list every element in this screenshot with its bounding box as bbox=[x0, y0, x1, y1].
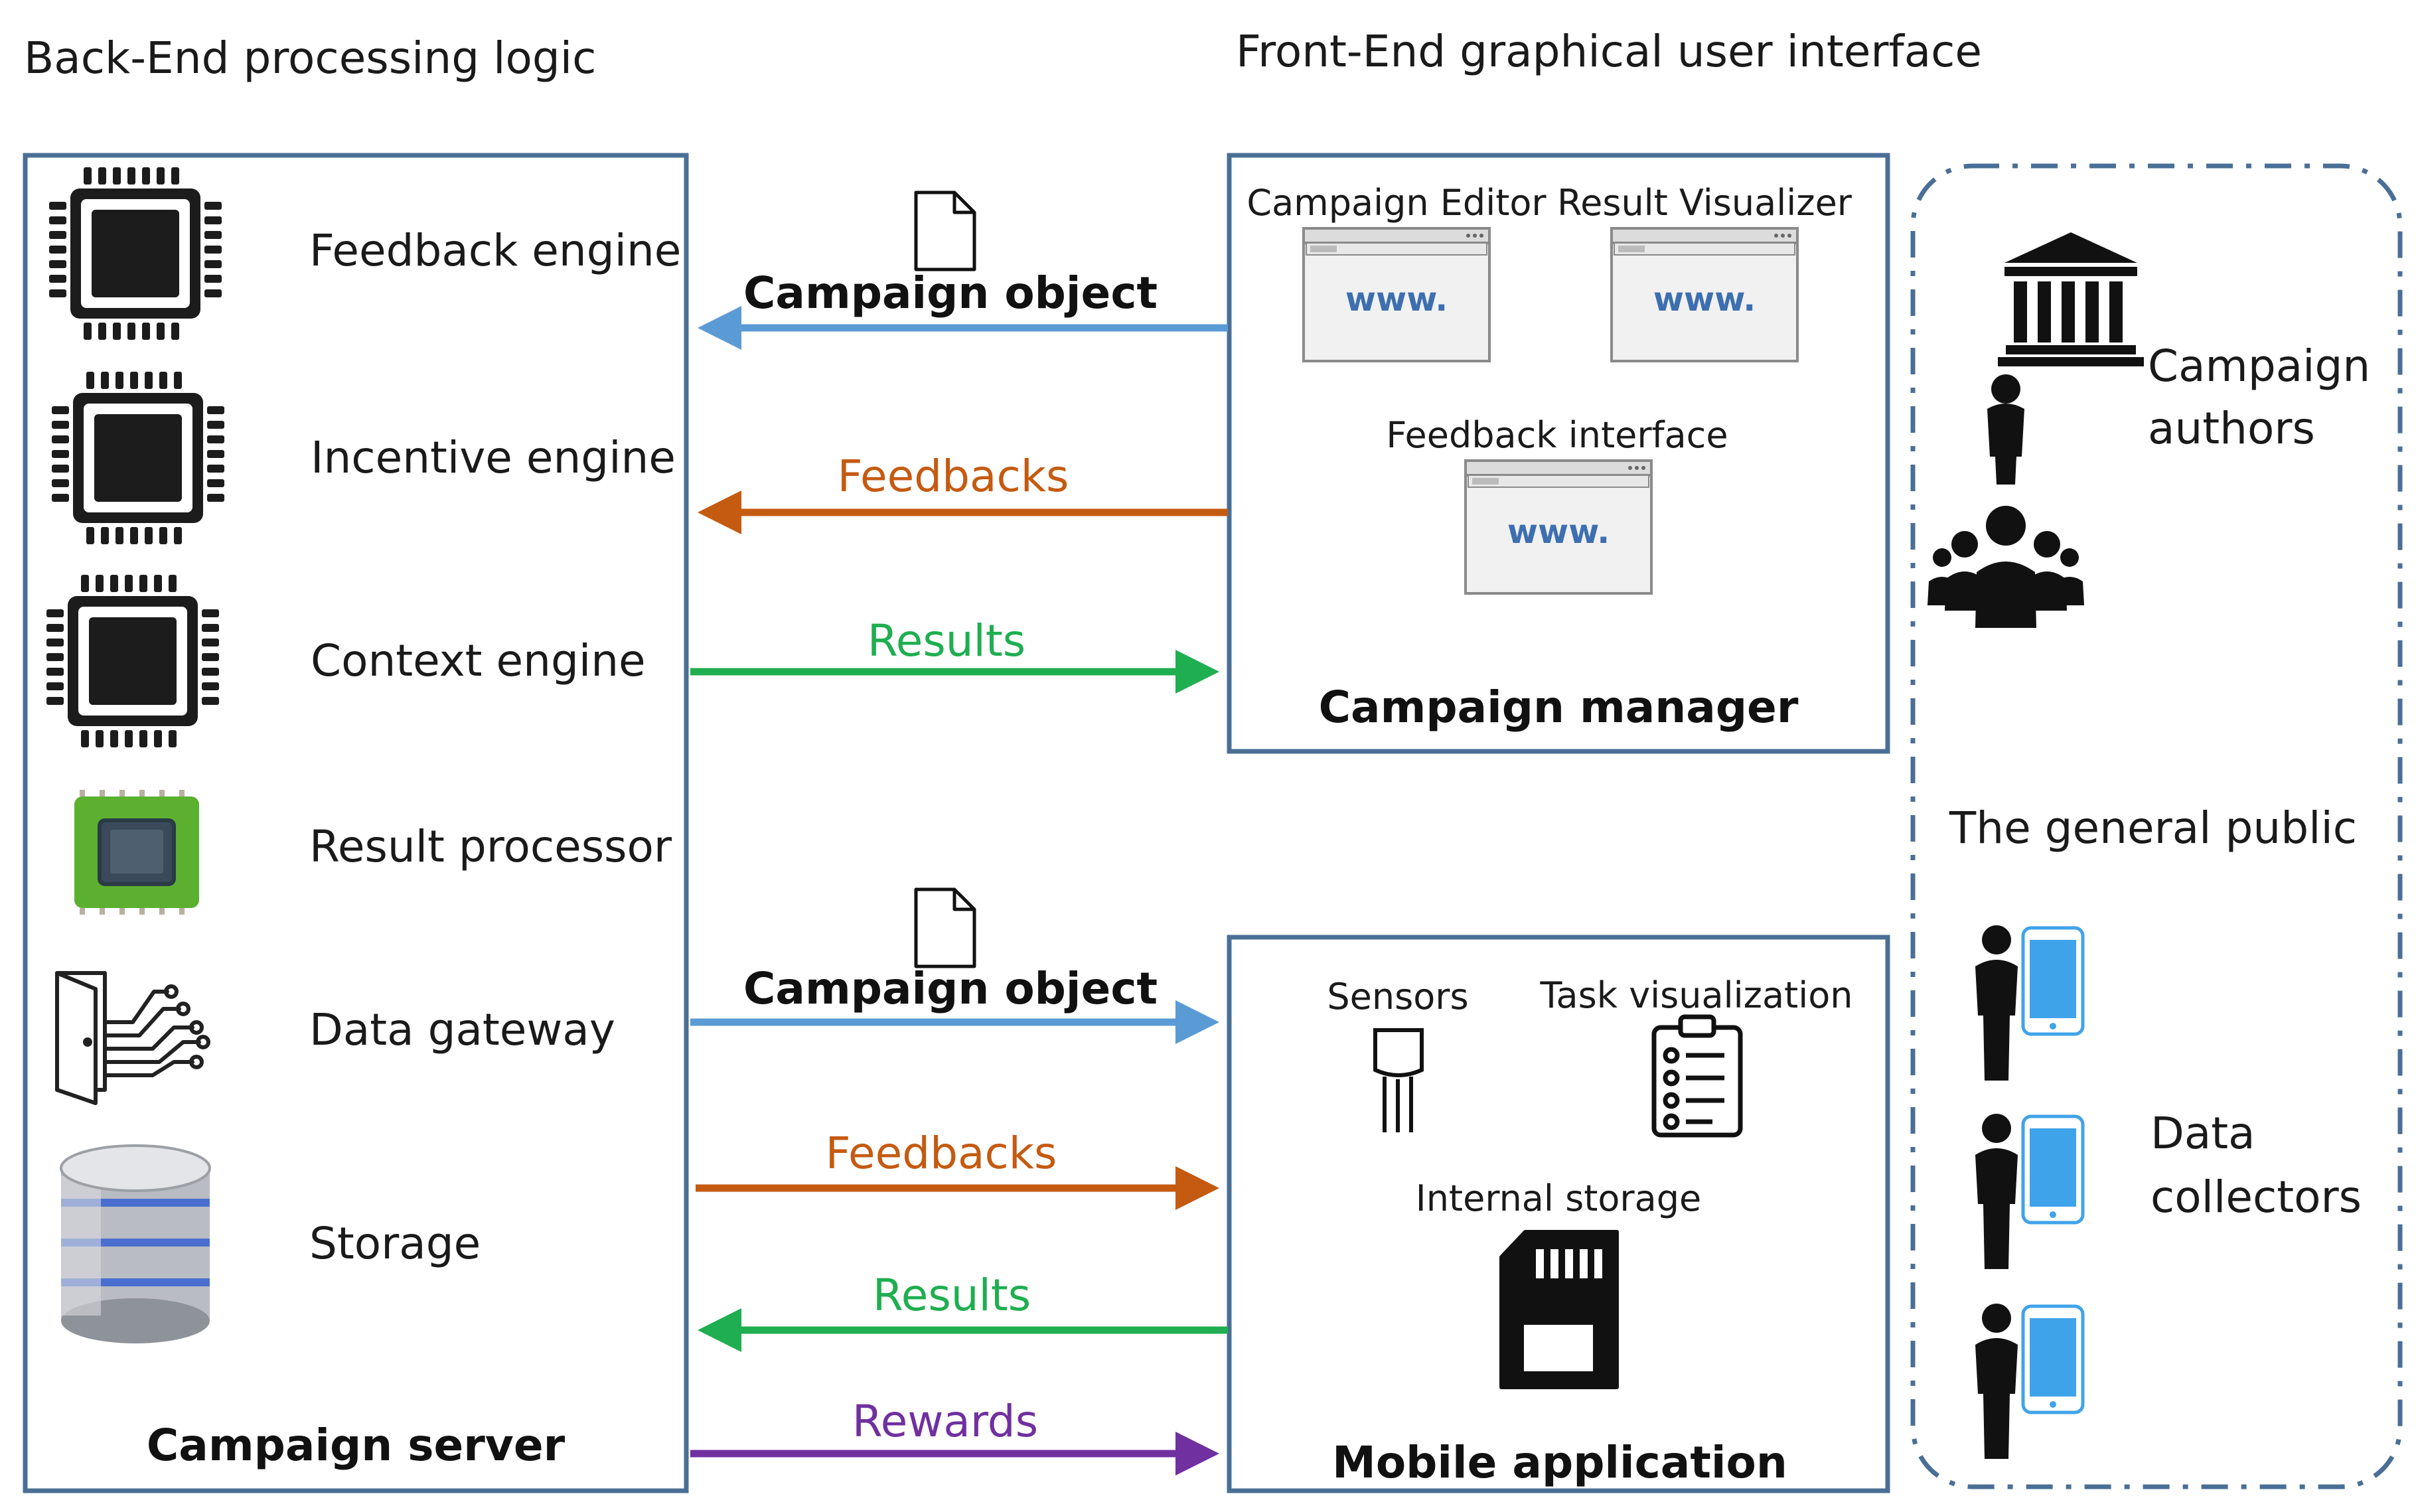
svg-text:www.: www. bbox=[1507, 512, 1610, 551]
flow-bottom-rewards-label: Rewards bbox=[852, 1396, 1038, 1447]
flow-bottom-feedbacks-label: Feedbacks bbox=[826, 1128, 1057, 1179]
clipboard-checklist-icon bbox=[1651, 1014, 1743, 1138]
sensors-label: Sensors bbox=[1327, 976, 1468, 1018]
flow-top-results-label: Results bbox=[868, 615, 1025, 666]
campaign-authors-label-line2: authors bbox=[2148, 403, 2315, 454]
back-end-header: Back-End processing logic bbox=[24, 33, 596, 84]
data-collector-phone-icon-3 bbox=[1975, 1304, 2083, 1459]
general-public-label: The general public bbox=[1949, 802, 2357, 854]
flow-top-campaign-object-label: Campaign object bbox=[743, 267, 1158, 319]
mobile-application-box bbox=[1227, 935, 1890, 1493]
context-engine-label: Context engine bbox=[311, 635, 646, 686]
campaign-object-document-icon-bottom bbox=[916, 889, 974, 966]
storage-label: Storage bbox=[309, 1218, 481, 1269]
campaign-server-title: Campaign server bbox=[147, 1420, 566, 1471]
data-gateway-door-icon bbox=[55, 971, 210, 1105]
flow-bottom-campaign-object-label: Campaign object bbox=[743, 963, 1158, 1014]
task-visualization-label: Task visualization bbox=[1540, 974, 1853, 1016]
data-collectors-label-line2: collectors bbox=[2151, 1172, 2362, 1223]
feedback-engine-label: Feedback engine bbox=[309, 225, 681, 276]
internal-storage-label: Internal storage bbox=[1416, 1177, 1701, 1219]
svg-text:www.: www. bbox=[1653, 280, 1756, 319]
result-visualizer-label: Result Visualizer bbox=[1557, 182, 1852, 224]
incentive-engine-cpu-icon bbox=[52, 372, 224, 544]
context-engine-cpu-icon bbox=[46, 575, 219, 747]
result-visualizer-browser-icon: www. bbox=[1610, 227, 1799, 362]
campaign-editor-label: Campaign Editor bbox=[1246, 182, 1547, 224]
data-collector-phone-icon-1 bbox=[1975, 925, 2083, 1081]
circuit-board-icon bbox=[74, 790, 199, 915]
sd-card-icon bbox=[1499, 1230, 1619, 1389]
campaign-server-box bbox=[23, 153, 689, 1493]
campaign-editor-browser-icon: www. bbox=[1302, 227, 1491, 362]
incentive-engine-label: Incentive engine bbox=[311, 432, 676, 483]
feedback-engine-cpu-icon bbox=[49, 167, 222, 340]
campaign-authors-label-line1: Campaign bbox=[2148, 340, 2370, 392]
person-icon bbox=[1987, 374, 2024, 485]
sensor-icon bbox=[1373, 1028, 1424, 1132]
flow-bottom-results-label: Results bbox=[873, 1270, 1031, 1321]
svg-text:www.: www. bbox=[1345, 280, 1448, 319]
mobile-application-title: Mobile application bbox=[1332, 1437, 1787, 1488]
data-collector-phone-icon-2 bbox=[1975, 1114, 2083, 1269]
group-of-people-icon bbox=[1927, 506, 2084, 628]
data-collectors-label-line1: Data bbox=[2151, 1108, 2255, 1159]
result-processor-label: Result processor bbox=[309, 821, 672, 872]
campaign-object-document-icon-top bbox=[916, 192, 974, 269]
general-public-region bbox=[1910, 163, 2403, 1489]
campaign-manager-box bbox=[1227, 153, 1890, 754]
feedback-interface-browser-icon: www. bbox=[1464, 459, 1653, 595]
flow-top-feedbacks-label: Feedbacks bbox=[838, 451, 1069, 502]
institution-building-icon bbox=[1998, 232, 2144, 366]
campaign-manager-title: Campaign manager bbox=[1319, 682, 1799, 733]
feedback-interface-label: Feedback interface bbox=[1386, 414, 1728, 456]
data-gateway-label: Data gateway bbox=[309, 1004, 615, 1055]
storage-database-icon bbox=[60, 1144, 211, 1343]
front-end-header: Front-End graphical user interface bbox=[1236, 26, 1982, 77]
